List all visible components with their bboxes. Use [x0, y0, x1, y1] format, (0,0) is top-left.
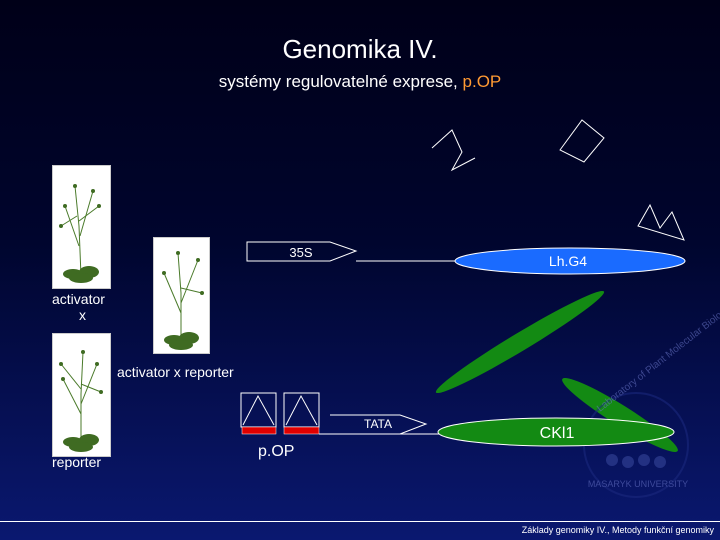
operator-box-2 [283, 392, 320, 428]
plant-drawing [162, 251, 204, 350]
plant-drawing [59, 184, 101, 283]
plant-photo-activator-x-reporter [153, 237, 210, 354]
plant-photo-activator [52, 165, 111, 289]
subtitle-text: systémy regulovatelné exprese, [218, 72, 463, 91]
slide-title: Genomika IV. [282, 34, 438, 64]
plant-photo-reporter [52, 333, 111, 457]
reporter-construct: TATA CKl1 p.OP [240, 392, 675, 460]
university-logo: Laboratory of Plant Molecular Biology MA… [583, 303, 720, 498]
logo-university-text: MASARYK UNIVERSITY [588, 479, 688, 489]
label-activator: activator [52, 291, 105, 307]
lhg4-ellipse [454, 247, 686, 275]
tata-label: TATA [364, 417, 392, 431]
plant-drawing [59, 350, 103, 452]
operator-red-1 [241, 426, 277, 435]
pop-label: p.OP [258, 443, 294, 460]
label-reporter: reporter [52, 454, 102, 470]
activator-construct: 35S Lh.G4 [246, 241, 686, 275]
ckl1-label: CKl1 [540, 425, 575, 442]
subtitle-accent: p.OP [462, 72, 502, 91]
ckl1-ellipse [437, 417, 675, 447]
promoter-35s-label: 35S [289, 245, 312, 260]
slide-footer: Základy genomiky IV., Metody funkční gen… [521, 525, 714, 535]
label-activator-x-reporter: activator x reporter [117, 364, 234, 380]
operator-red-2 [283, 426, 320, 435]
lhg4-label: Lh.G4 [549, 253, 587, 269]
lhg4-protein-shapes [431, 119, 685, 241]
operator-box-1 [240, 392, 277, 428]
promoter-35s-arrow [246, 241, 358, 262]
footer-divider [0, 521, 720, 522]
label-activator-x: x [79, 307, 86, 323]
slide-subtitle: systémy regulovatelné exprese, p.OP [0, 72, 720, 92]
